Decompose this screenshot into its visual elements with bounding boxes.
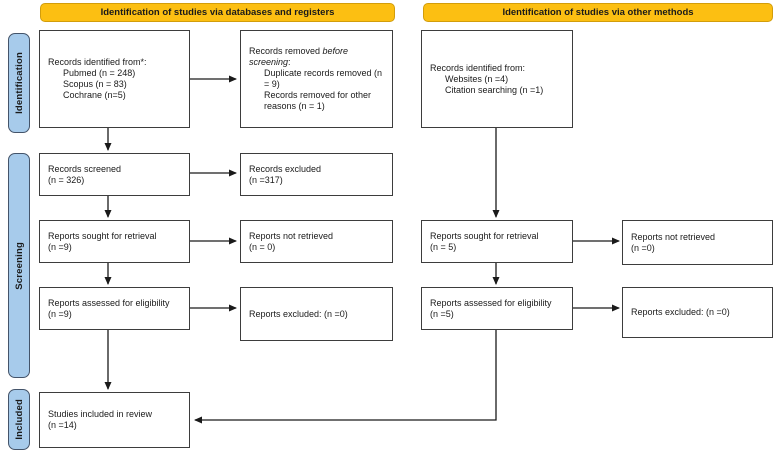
records-removed-prefix: Records removed [249, 46, 323, 56]
box-reports-not-retrieved-db: Reports not retrieved (n = 0) [240, 220, 393, 263]
reports-sought-db-label: Reports sought for retrieval [48, 230, 157, 241]
box-records-identified-databases: Records identified from*: Pubmed (n = 24… [39, 30, 190, 128]
records-identified-source: Scopus (n = 83) [63, 79, 127, 89]
stage-included: Included [8, 389, 30, 450]
reports-not-retrieved-other-label: Reports not retrieved [631, 231, 716, 242]
stage-screening-label: Screening [13, 241, 25, 290]
box-records-screened: Records screened (n = 326) [39, 153, 190, 196]
reports-assessed-other-label: Reports assessed for eligibility [430, 297, 552, 308]
reports-excluded-other-label: Reports excluded: (n =0) [631, 307, 730, 317]
box-studies-included: Studies included in review (n =14) [39, 392, 190, 448]
reports-not-retrieved-other-count: (n =0) [631, 242, 655, 253]
box-reports-excluded-db: Reports excluded: (n =0) [240, 287, 393, 341]
reports-assessed-db-label: Reports assessed for eligibility [48, 297, 170, 308]
records-identified-other-source: Citation searching (n =1) [445, 84, 544, 95]
reports-sought-other-label: Reports sought for retrieval [430, 230, 539, 241]
records-screened-count: (n = 326) [48, 174, 85, 185]
box-reports-assessed-db: Reports assessed for eligibility (n =9) [39, 287, 190, 330]
records-removed-suffix: : [288, 57, 291, 67]
records-removed-title: Records removed before screening: [249, 46, 388, 68]
reports-assessed-other-count: (n =5) [430, 308, 454, 319]
banner-other-methods: Identification of studies via other meth… [423, 3, 773, 22]
reports-not-retrieved-db-label: Reports not retrieved [249, 230, 334, 241]
stage-included-label: Included [13, 399, 25, 440]
banner-databases-registers: Identification of studies via databases … [40, 3, 395, 22]
reports-sought-other-count: (n = 5) [430, 241, 457, 252]
records-identified-other-source: Websites (n =4) [445, 73, 509, 84]
arrow-other-assessed-to-included [194, 330, 497, 424]
records-removed-item: Records removed for other reasons (n = 1… [264, 90, 372, 111]
records-identified-title: Records identified from*: [48, 57, 147, 67]
records-removed-italic: before screening [249, 46, 349, 67]
banner-databases-registers-label: Identification of studies via databases … [100, 7, 335, 18]
stage-identification: Identification [8, 33, 30, 133]
studies-included-count: (n =14) [48, 420, 77, 430]
reports-not-retrieved-db-count: (n = 0) [249, 241, 276, 252]
banner-other-methods-label: Identification of studies via other meth… [502, 7, 694, 18]
records-excluded-label: Records excluded [249, 163, 322, 174]
records-excluded-count: (n =317) [249, 174, 283, 185]
box-reports-sought-db: Reports sought for retrieval (n =9) [39, 220, 190, 263]
records-identified-other-title: Records identified from: [430, 62, 526, 73]
reports-excluded-db-label: Reports excluded: (n =0) [249, 308, 348, 319]
box-reports-sought-other: Reports sought for retrieval (n = 5) [421, 220, 573, 263]
box-reports-assessed-other: Reports assessed for eligibility (n =5) [421, 287, 573, 330]
box-reports-not-retrieved-other: Reports not retrieved (n =0) [622, 220, 773, 265]
records-identified-source: Pubmed (n = 248) [63, 68, 136, 78]
records-identified-source: Cochrane (n=5) [63, 90, 126, 100]
box-records-excluded: Records excluded (n =317) [240, 153, 393, 196]
box-records-identified-other: Records identified from: Websites (n =4)… [421, 30, 573, 128]
records-removed-item: Duplicate records removed (n = 9) [264, 68, 383, 89]
reports-assessed-db-count: (n =9) [48, 308, 72, 319]
box-records-removed: Records removed before screening: Duplic… [240, 30, 393, 128]
reports-sought-db-count: (n =9) [48, 241, 72, 252]
stage-screening: Screening [8, 153, 30, 378]
box-reports-excluded-other: Reports excluded: (n =0) [622, 287, 773, 338]
records-screened-label: Records screened [48, 163, 122, 174]
stage-identification-label: Identification [13, 52, 25, 114]
studies-included-label: Studies included in review [48, 409, 153, 419]
